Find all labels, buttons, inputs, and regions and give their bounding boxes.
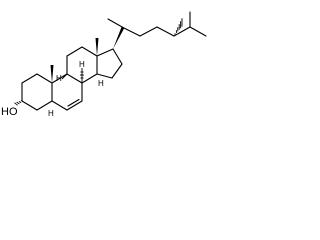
methyl-c24-hash xyxy=(174,18,183,35)
h-c5-label: H xyxy=(48,109,54,118)
steroid-structure-diagram: HO H H H H xyxy=(1,11,207,118)
h-c9-group xyxy=(61,73,68,80)
h-c8-label: H xyxy=(79,60,85,69)
methyl-c18-wedge xyxy=(95,38,99,56)
methyl-c19-wedge xyxy=(50,65,54,83)
ring-b xyxy=(51,73,83,111)
h-c14-label: H xyxy=(98,79,104,88)
side-chain xyxy=(107,11,207,49)
ring-c xyxy=(66,46,98,84)
h-c9-label: H xyxy=(56,74,62,83)
hydroxyl-label: HO xyxy=(1,106,18,118)
double-bond-c6-c7 xyxy=(67,98,80,107)
ring-a xyxy=(21,73,53,111)
h-c8-group xyxy=(80,68,84,83)
ring-d xyxy=(96,48,123,79)
hydroxyl-hash-bond xyxy=(14,100,24,106)
